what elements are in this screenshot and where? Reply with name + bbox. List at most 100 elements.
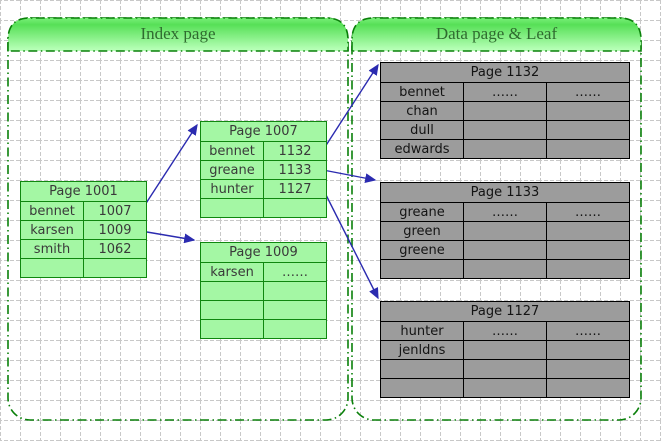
pointer-cell: [263, 198, 327, 218]
data-cell: [546, 120, 630, 140]
key-cell: greane: [380, 202, 464, 222]
data-cell: [463, 139, 547, 159]
table-row: [200, 198, 327, 218]
pointer-cell: [263, 281, 327, 301]
table-page-1009: Page 1009 karsen……: [200, 242, 327, 339]
table-page-1133: Page 1133 greane………… green greene: [380, 182, 630, 279]
data-cell: [546, 101, 630, 121]
data-cell: [463, 340, 547, 360]
data-cell: [546, 378, 630, 398]
key-cell: [380, 259, 464, 279]
key-cell: [380, 359, 464, 379]
data-page-banner-title: Data page & Leaf: [435, 24, 558, 43]
key-cell: [200, 281, 264, 301]
page-title: Page 1133: [380, 182, 630, 203]
table-row: karsen……: [200, 262, 327, 282]
data-cell: ……: [546, 321, 630, 341]
page-title: Page 1009: [200, 242, 327, 263]
page-title: Page 1001: [20, 181, 147, 202]
key-cell: hunter: [200, 179, 264, 199]
page-title: Page 1007: [200, 121, 327, 142]
data-cell: [463, 259, 547, 279]
index-page-banner-shape: [7, 17, 349, 52]
data-cell: ……: [463, 202, 547, 222]
data-cell: [546, 259, 630, 279]
table-row: [20, 258, 147, 278]
pointer-cell: [263, 300, 327, 320]
data-cell: [546, 221, 630, 241]
table-row: green: [380, 221, 630, 241]
page-title: Page 1132: [380, 62, 630, 83]
data-cell: ……: [463, 82, 547, 102]
pointer-cell: 1133: [263, 160, 327, 180]
arrow-1007-hunter-to-1127: [322, 188, 379, 300]
page-title: Page 1127: [380, 301, 630, 322]
data-cell: [463, 221, 547, 241]
data-cell: ……: [546, 202, 630, 222]
arrow-1001-karsen-to-1009: [140, 230, 196, 244]
pointer-cell: 1132: [263, 141, 327, 161]
key-cell: bennet: [20, 201, 84, 221]
key-cell: edwards: [380, 139, 464, 159]
key-cell: jenldns: [380, 340, 464, 360]
key-cell: greane: [200, 160, 264, 180]
pointer-cell: 1007: [83, 201, 147, 221]
table-row: [380, 259, 630, 279]
table-row: [200, 300, 327, 320]
key-cell: greene: [380, 240, 464, 260]
arrow-1007-greane-to-1133: [322, 169, 377, 183]
table-row: greene: [380, 240, 630, 260]
table-row: [380, 378, 630, 398]
table-row: hunter…………: [380, 321, 630, 341]
data-cell: [463, 378, 547, 398]
pointer-cell: 1009: [83, 220, 147, 240]
table-row: [200, 319, 327, 339]
key-cell: bennet: [200, 141, 264, 161]
arrow-1001-bennet-to-1007: [140, 123, 198, 212]
table-page-1127: Page 1127 hunter………… jenldns: [380, 301, 630, 398]
pointer-cell: 1062: [83, 239, 147, 259]
pointer-cell: [263, 319, 327, 339]
table-row: [200, 281, 327, 301]
data-page-banner-shape: [351, 17, 642, 52]
data-cell: [546, 340, 630, 360]
data-cell: ……: [463, 321, 547, 341]
key-cell: dull: [380, 120, 464, 140]
key-cell: hunter: [380, 321, 464, 341]
data-cell: [546, 139, 630, 159]
data-cell: [463, 359, 547, 379]
table-row: bennet…………: [380, 82, 630, 102]
key-cell: bennet: [380, 82, 464, 102]
key-cell: karsen: [200, 262, 264, 282]
key-cell: [20, 258, 84, 278]
table-row: edwards: [380, 139, 630, 159]
key-cell: green: [380, 221, 464, 241]
pointer-cell: 1127: [263, 179, 327, 199]
key-cell: chan: [380, 101, 464, 121]
index-page-banner-title: Index page: [140, 24, 216, 43]
key-cell: [200, 300, 264, 320]
table-row: dull: [380, 120, 630, 140]
table-row: greane…………: [380, 202, 630, 222]
data-cell: ……: [546, 82, 630, 102]
data-cell: [463, 120, 547, 140]
table-row: [380, 359, 630, 379]
table-row: jenldns: [380, 340, 630, 360]
table-page-1132: Page 1132 bennet………… chan dull edwards: [380, 62, 630, 159]
data-cell: [463, 240, 547, 260]
key-cell: karsen: [20, 220, 84, 240]
key-cell: smith: [20, 239, 84, 259]
key-cell: [380, 378, 464, 398]
data-cell: [463, 101, 547, 121]
data-cell: [546, 240, 630, 260]
pointer-cell: [83, 258, 147, 278]
arrow-1007-bennet-to-1132: [322, 63, 379, 151]
